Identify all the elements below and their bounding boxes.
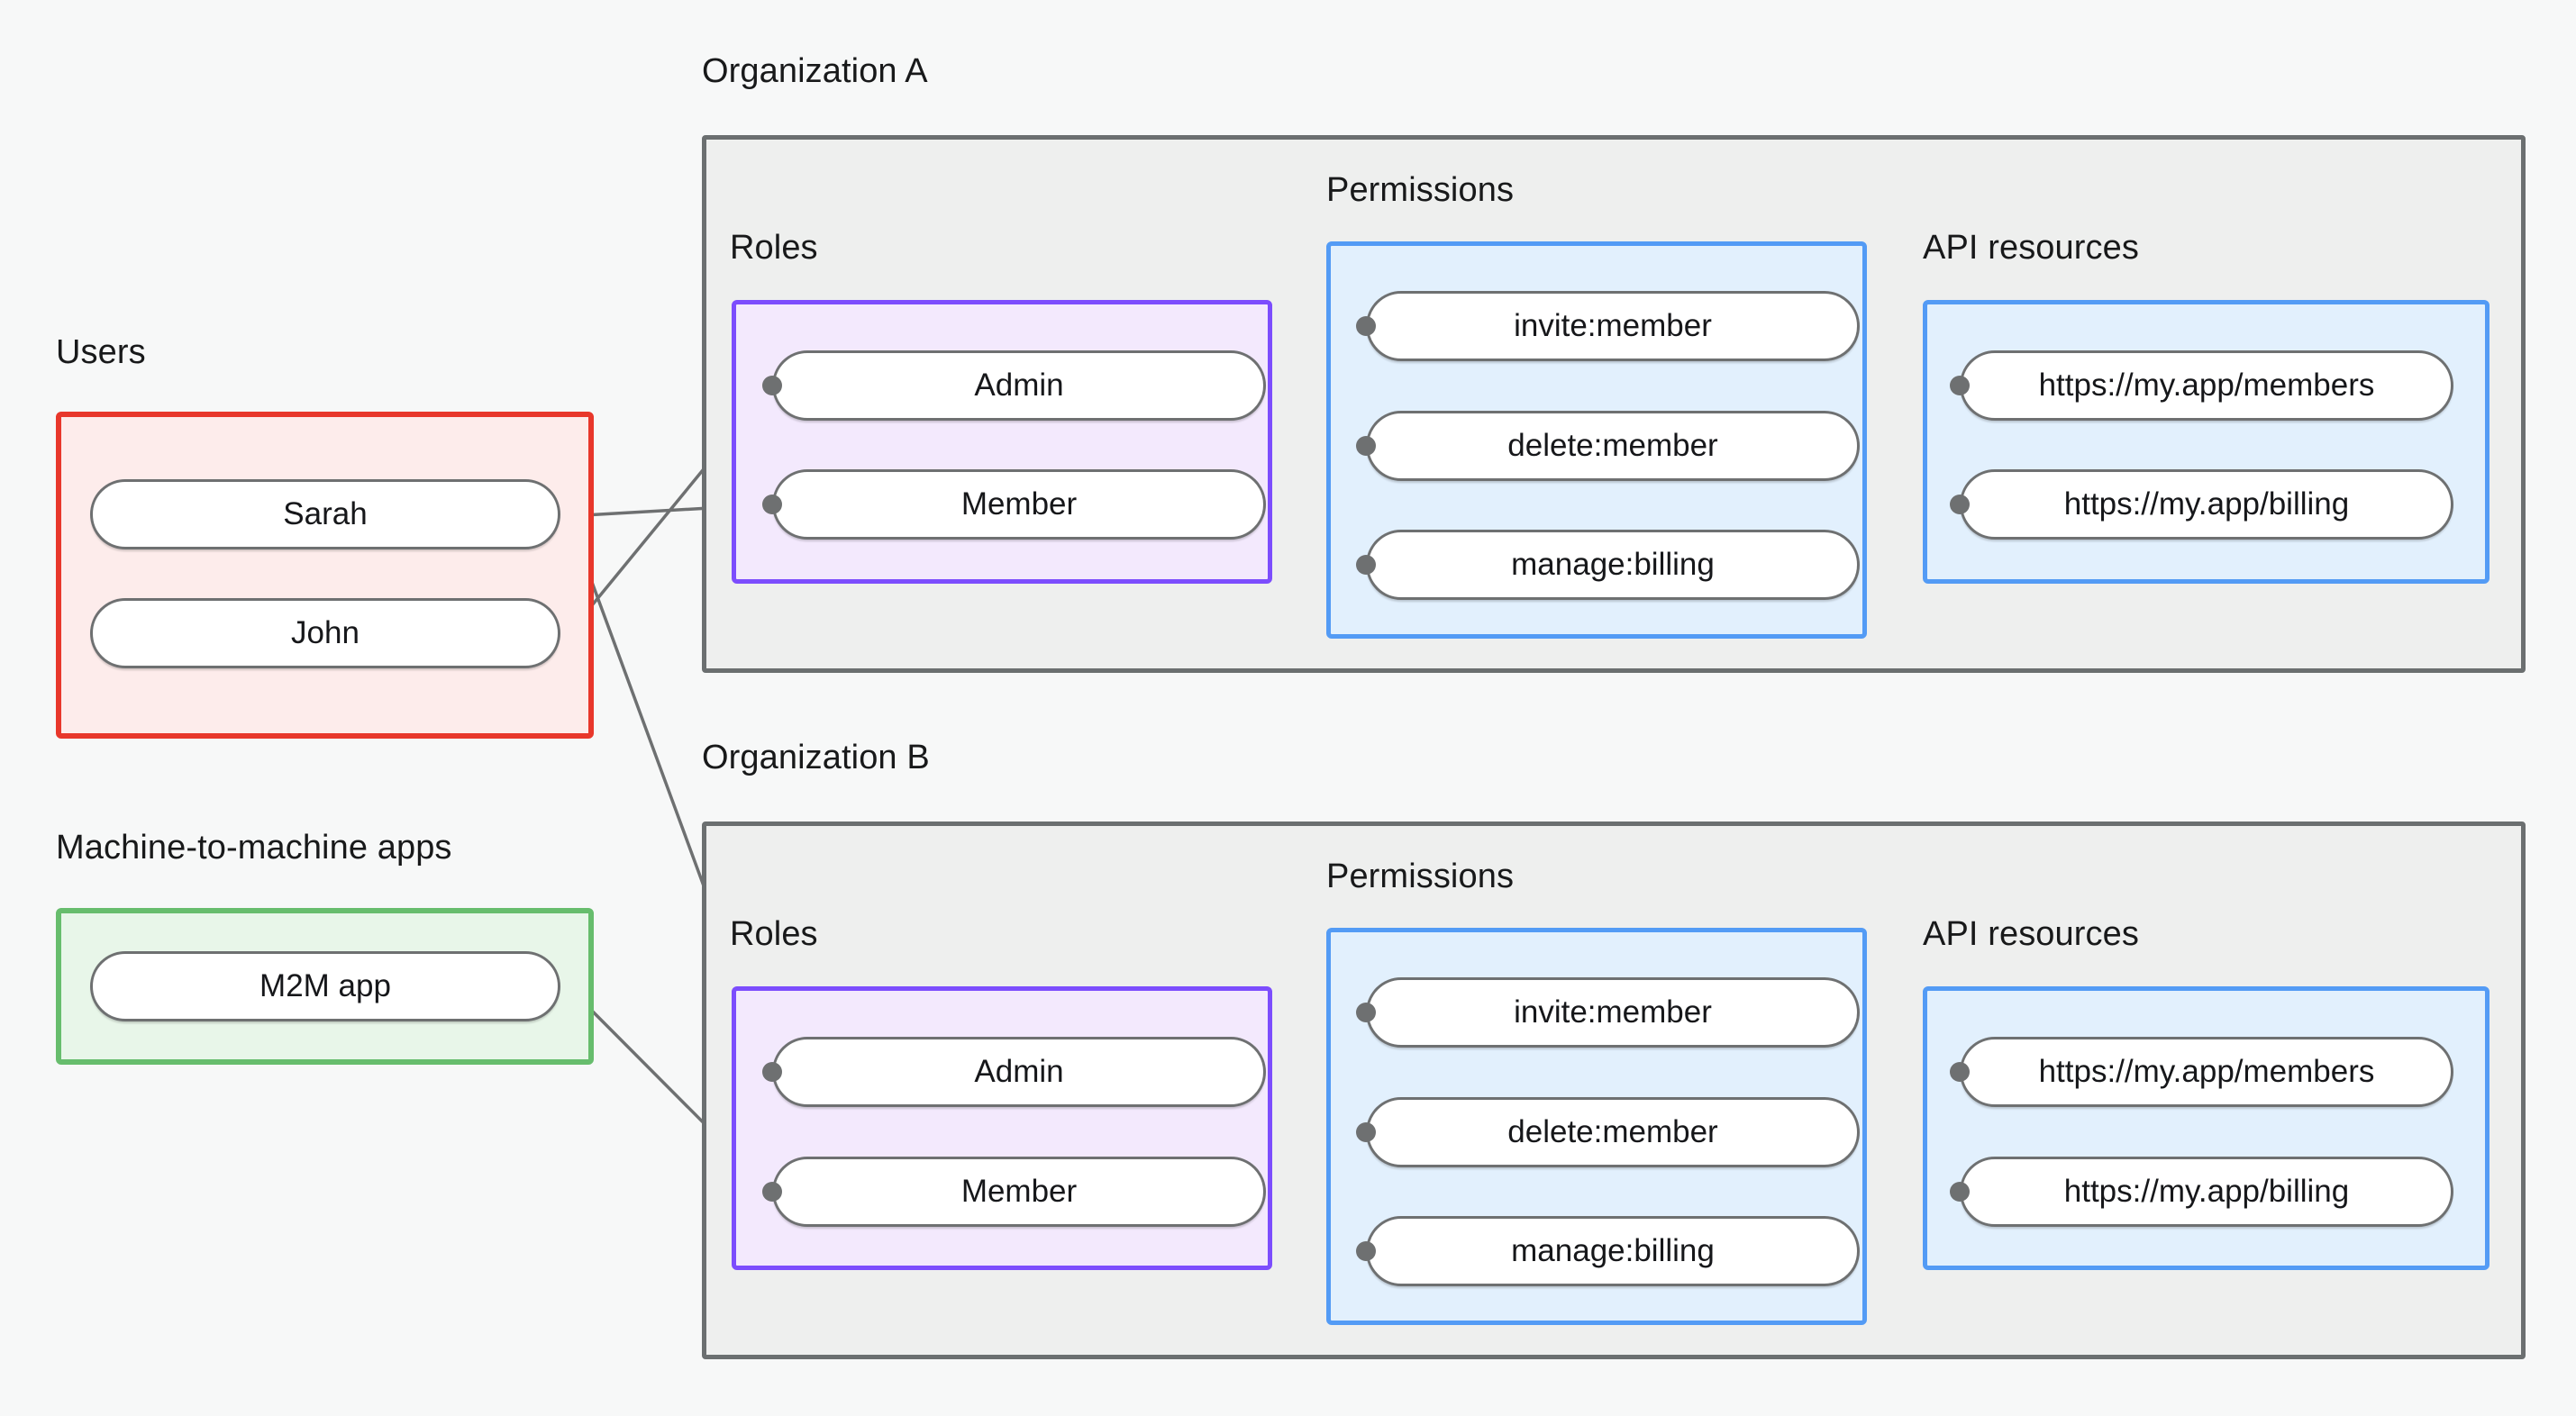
org-a-permission-invite-member[interactable]: invite:member [1366,291,1860,361]
org-b-permission-invite-member[interactable]: invite:member [1366,977,1860,1048]
org-a-permission-delete-member[interactable]: delete:member [1366,411,1860,481]
org-a-api-resource-members[interactable]: https://my.app/members [1960,350,2453,421]
org-b-permissions-caption: Permissions [1326,858,1515,895]
user-sarah[interactable]: Sarah [90,479,560,549]
org-b-role-admin[interactable]: Admin [772,1037,1266,1107]
org-b-permission-delete-member[interactable]: delete:member [1366,1097,1860,1167]
org-b-api-box [1923,986,2490,1270]
org-a-role-member[interactable]: Member [772,469,1266,540]
user-john[interactable]: John [90,598,560,668]
org-b-roles-box [732,986,1272,1270]
org-b-caption: Organization B [702,739,930,776]
org-a-permissions-caption: Permissions [1326,171,1515,209]
m2m-app[interactable]: M2M app [90,951,560,1021]
org-b-roles-caption: Roles [730,915,818,953]
org-b-permission-manage-billing[interactable]: manage:billing [1366,1216,1860,1286]
users-box [56,412,594,739]
org-b-role-member[interactable]: Member [772,1157,1266,1227]
org-a-api-caption: API resources [1923,229,2139,267]
org-b-api-caption: API resources [1923,915,2139,953]
org-b-api-resource-members[interactable]: https://my.app/members [1960,1037,2453,1107]
org-b-api-resource-billing[interactable]: https://my.app/billing [1960,1157,2453,1227]
org-a-roles-caption: Roles [730,229,818,267]
org-a-roles-box [732,300,1272,584]
users-caption: Users [56,333,146,371]
org-a-caption: Organization A [702,52,928,90]
org-a-api-resource-billing[interactable]: https://my.app/billing [1960,469,2453,540]
org-a-permission-manage-billing[interactable]: manage:billing [1366,530,1860,600]
org-a-api-box [1923,300,2490,584]
m2m-caption: Machine-to-machine apps [56,829,452,867]
org-a-role-admin[interactable]: Admin [772,350,1266,421]
